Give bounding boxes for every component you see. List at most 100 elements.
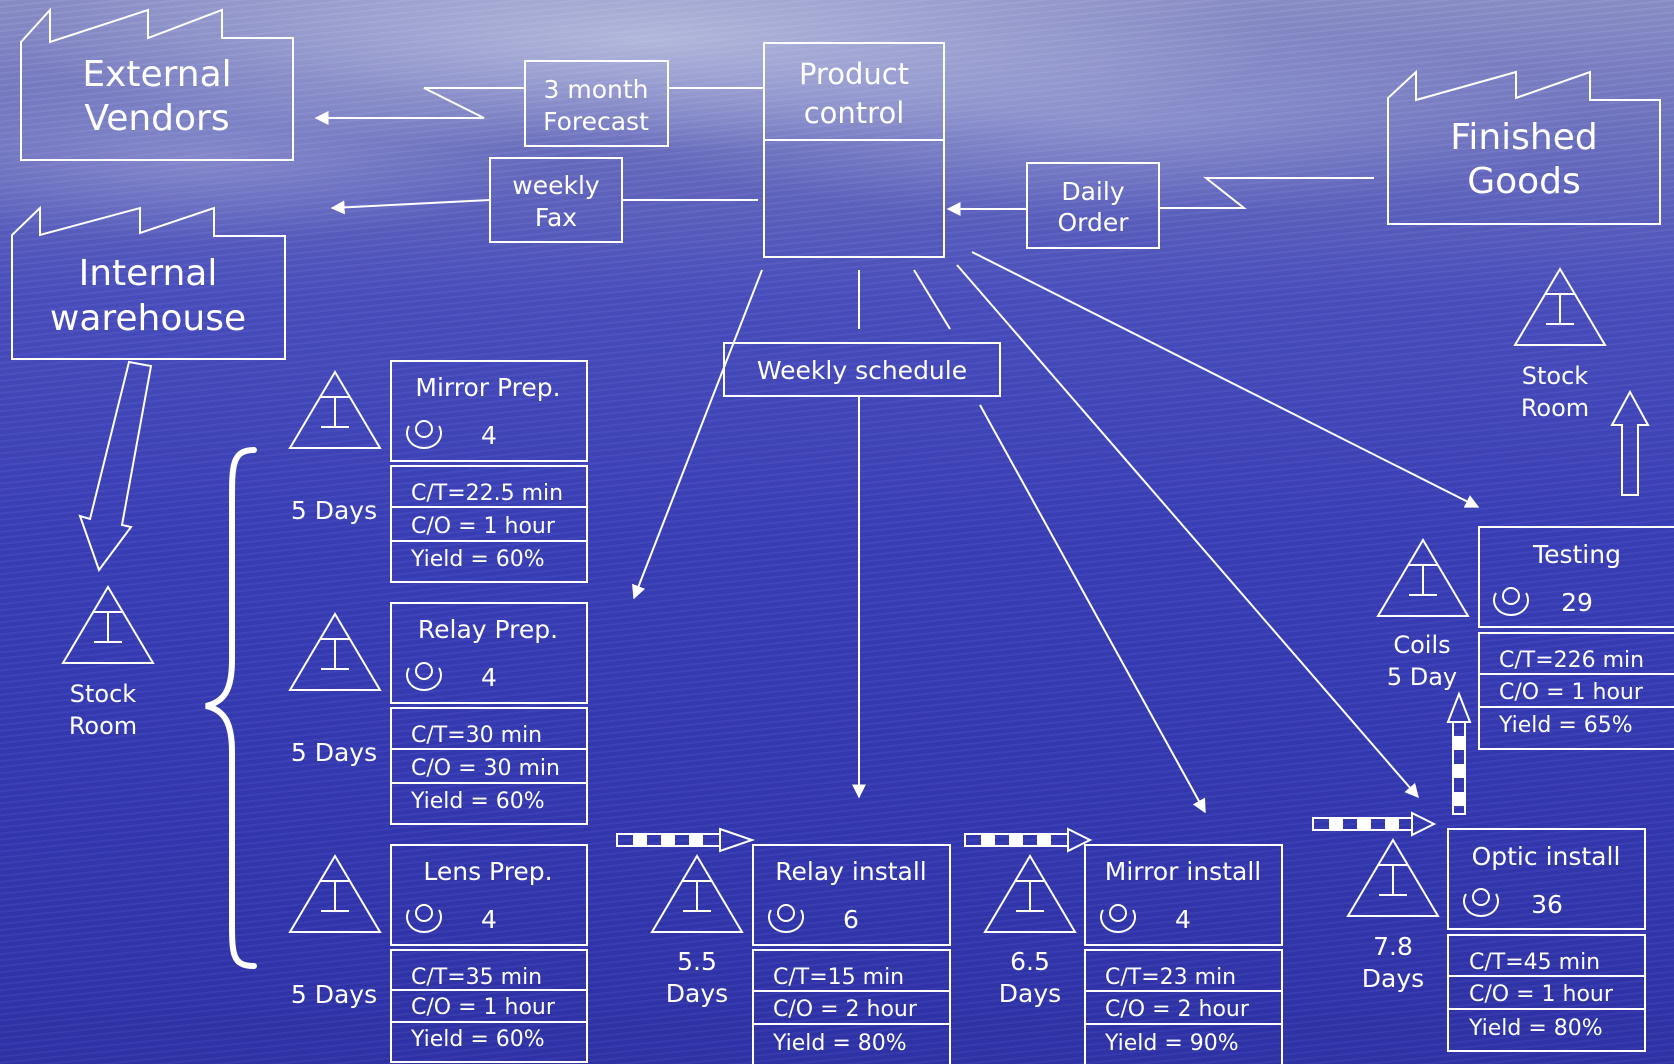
process-name: Relay install [775,857,926,886]
operator-count: 4 [481,421,497,450]
operator-icon [1493,587,1529,617]
grouping-brace [205,447,257,969]
process-relay-install: 5.5 Days Relay install 6 C/T=15 min C/O … [651,844,951,1064]
operator-icon [406,662,442,692]
cycle-time: C/T=45 min [1469,950,1600,975]
yield: Yield = 60% [410,1027,545,1052]
factory-icon [1387,69,1661,225]
inventory-days: Days [666,979,728,1008]
cycle-time: C/T=35 min [411,965,542,990]
inventory-days: 5 Days [291,738,377,767]
inventory-days: 7.8 [1373,932,1413,961]
stock-room-label: Stock [70,680,137,708]
push-arrow [616,827,756,853]
weekly-schedule-label: Weekly schedule [757,356,967,385]
process-name: Testing [1532,540,1621,569]
inventory-triangle-icon [651,855,743,933]
operator-count: 36 [1531,890,1563,919]
weekly-schedule-box [723,342,1001,397]
operator-icon [1100,904,1136,934]
yield: Yield = 65% [1498,713,1633,738]
product-control-label: Product [799,57,909,91]
inventory-days: 5.5 [677,947,717,976]
process-mirror-install: 6.5 Days Mirror install 4 C/T=23 min C/O… [984,844,1283,1064]
weekly-fax-info-flow: weekly Fax [330,157,758,243]
cycle-time: C/T=30 min [411,723,542,748]
stock-room-label: Room [69,712,137,740]
stock-room-label: Room [1521,394,1589,422]
operator-icon [768,904,804,934]
shipment-arrow [78,360,153,573]
product-control-label: control [804,96,905,130]
weekly-fax-label: weekly [512,171,600,200]
process-name: Mirror Prep. [415,373,560,402]
operator-icon [406,420,442,450]
changeover-time: C/O = 30 min [411,756,560,781]
stock-room-right: Stock Room [1514,268,1606,422]
cycle-time: C/T=23 min [1105,965,1236,990]
yield: Yield = 90% [1104,1031,1239,1056]
forecast-info-flow: 3 month Forecast [314,60,764,147]
process-name: Mirror install [1105,857,1261,886]
changeover-time: C/O = 2 hour [1105,997,1250,1022]
external-vendors-label: Vendors [84,98,229,139]
operator-icon [1463,888,1499,918]
daily-order-label: Daily [1061,177,1124,206]
changeover-time: C/O = 1 hour [1469,982,1614,1007]
inventory-days: 5 Days [291,980,377,1009]
changeover-time: C/O = 2 hour [773,997,918,1022]
inventory-triangle-icon [62,586,154,664]
shipment-arrow-up [1610,389,1650,496]
push-arrow-vertical [1446,691,1472,815]
daily-order-box [1026,162,1160,249]
finished-goods: Finished Goods [1387,69,1661,225]
inventory-triangle-icon [1377,539,1469,617]
yield: Yield = 60% [410,547,545,572]
stock-room-label: Stock [1522,362,1589,390]
factory-icon [20,7,294,161]
process-name: Relay Prep. [418,615,558,644]
yield: Yield = 80% [772,1031,907,1056]
weekly-schedule-info-flow: Weekly schedule [632,251,1480,814]
coils-label: 5 Day [1387,663,1457,691]
inventory-triangle-icon [289,371,381,449]
process-name: Optic install [1472,842,1621,871]
process-name: Lens Prep. [423,857,552,886]
stock-room-left: Stock Room [62,586,154,740]
operator-count: 4 [481,663,497,692]
operator-count: 29 [1561,588,1593,617]
inventory-days: Days [999,979,1061,1008]
process-lens-prep: 5 Days Lens Prep. 4 C/T=35 min C/O = 1 h… [289,844,588,1063]
cycle-time: C/T=15 min [773,965,904,990]
cycle-time: C/T=226 min [1499,648,1644,673]
inventory-days: 6.5 [1010,947,1050,976]
external-vendors-label: External [82,54,231,95]
process-testing: Coils 5 Day Testing 29 C/T=226 min C/O =… [1377,526,1674,750]
daily-order-info-flow: Daily Order [946,162,1374,249]
cycle-time: C/T=22.5 min [411,481,563,506]
inventory-triangle-icon [289,613,381,691]
operator-count: 6 [843,905,859,934]
inventory-triangle-icon [984,855,1076,933]
forecast-label: 3 month [544,75,649,104]
push-arrow [964,827,1093,853]
inventory-triangle-icon [1514,268,1606,346]
changeover-time: C/O = 1 hour [1499,680,1644,705]
process-relay-prep: 5 Days Relay Prep. 4 C/T=30 min C/O = 30… [289,602,588,825]
operator-icon [406,904,442,934]
inventory-triangle-icon [1347,839,1439,917]
product-control-box: Product control [763,42,945,258]
forecast-box [524,60,669,147]
changeover-time: C/O = 1 hour [411,514,556,539]
push-arrow [1312,811,1437,837]
daily-order-label: Order [1057,208,1129,237]
finished-goods-label: Finished [1450,117,1597,158]
operator-count: 4 [1175,905,1191,934]
changeover-time: C/O = 1 hour [411,995,556,1020]
inventory-days: Days [1362,964,1424,993]
inventory-days: 5 Days [291,496,377,525]
finished-goods-label: Goods [1467,161,1581,202]
external-vendors: External Vendors [20,7,294,161]
weekly-fax-label: Fax [535,203,577,232]
